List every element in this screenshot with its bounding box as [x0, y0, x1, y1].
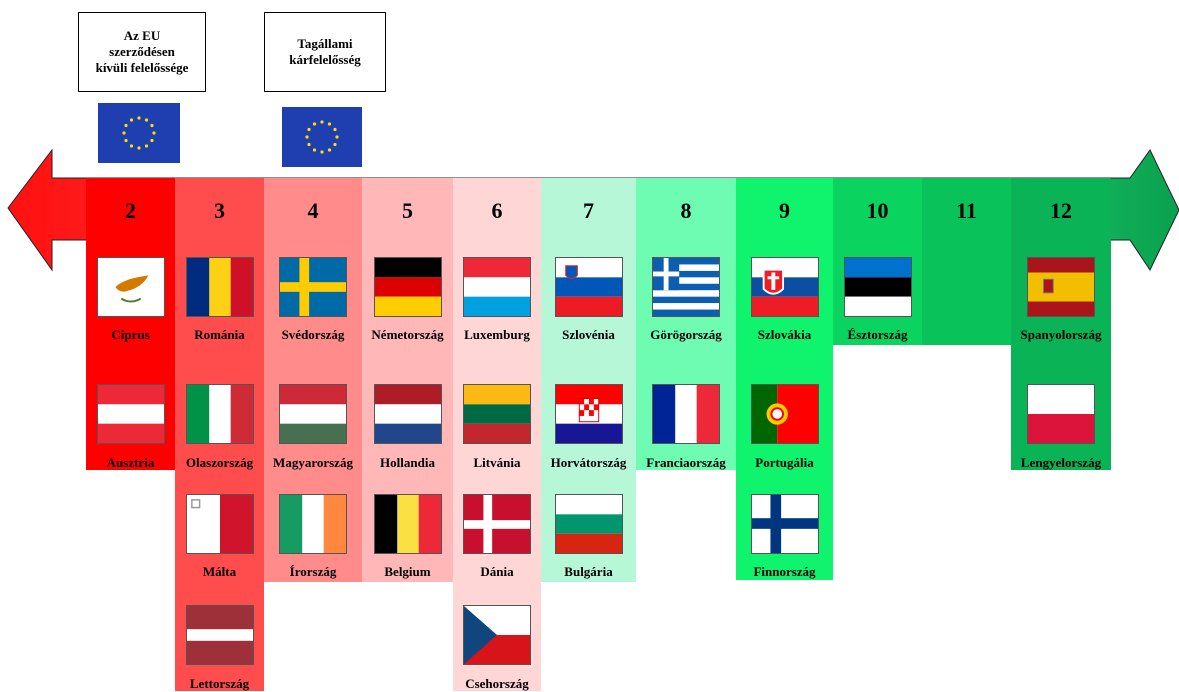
slovenia-flag-icon	[554, 257, 623, 317]
score-label-7: 7	[583, 198, 594, 223]
country-label: Horvátország	[550, 455, 627, 470]
ireland-flag-icon	[279, 494, 347, 554]
malta-flag-icon	[185, 494, 254, 554]
cyprus-flag-icon	[96, 257, 165, 317]
sweden-flag-icon	[279, 257, 347, 317]
slovakia-flag-icon	[750, 257, 819, 317]
country-label: Litvánia	[473, 455, 521, 470]
belgium-flag-icon	[373, 494, 442, 554]
legend-eu-noncontractual-liability: Az EU szerződésen kívüli felelőssége	[78, 12, 206, 92]
bulgaria-flag-icon	[554, 494, 623, 554]
country-label: Franciaország	[646, 455, 726, 470]
country-label: Észtország	[847, 327, 908, 342]
country-label: Hollandia	[380, 455, 435, 470]
czechia-flag-icon	[463, 605, 531, 665]
country-label: Írország	[289, 564, 337, 579]
luxembourg-flag-icon	[463, 257, 531, 317]
country-label: Dánia	[480, 564, 514, 579]
legend-member-state-liability: Tagállami kárfelelősség	[264, 12, 386, 92]
country-label: Szlovénia	[562, 327, 615, 342]
croatia-flag-icon	[554, 384, 623, 444]
country-label: Belgium	[384, 564, 431, 579]
italy-flag-icon	[185, 384, 254, 444]
score-label-3: 3	[214, 198, 225, 223]
finland-flag-icon	[750, 494, 819, 554]
country-label: Finnország	[753, 564, 816, 579]
country-label: Portugália	[755, 455, 814, 470]
country-label: Románia	[194, 327, 245, 342]
score-label-2: 2	[125, 198, 136, 223]
estonia-flag-icon	[843, 257, 912, 317]
country-label: Ausztria	[106, 455, 155, 470]
romania-flag-icon	[185, 257, 254, 317]
country-label: Szlovákia	[757, 327, 812, 342]
latvia-flag-icon	[185, 605, 254, 665]
country-label: Olaszország	[185, 455, 254, 470]
country-label: Ciprus	[111, 327, 150, 342]
country-label: Görögország	[650, 327, 722, 342]
country-label: Svédország	[281, 327, 345, 342]
spain-flag-icon	[1027, 257, 1095, 317]
score-label-6: 6	[491, 198, 503, 223]
poland-flag-icon	[1027, 384, 1095, 444]
country-label: Bulgária	[564, 564, 613, 579]
country-label: Lettország	[189, 676, 250, 691]
country-label: Spanyolország	[1020, 327, 1102, 342]
country-label: Magyarország	[273, 455, 353, 470]
country-label: Luxemburg	[464, 327, 530, 342]
france-flag-icon	[652, 384, 720, 444]
score-column-11	[922, 178, 1011, 345]
score-label-12: 12	[1050, 198, 1072, 223]
score-label-5: 5	[402, 198, 413, 223]
eu-flag-icon	[282, 107, 362, 167]
country-label: Németország	[371, 327, 444, 342]
score-label-9: 9	[779, 198, 790, 223]
austria-flag-icon	[96, 384, 165, 444]
germany-flag-icon	[373, 257, 442, 317]
country-label: Csehország	[465, 676, 529, 691]
country-label: Málta	[202, 564, 237, 579]
score-label-4: 4	[307, 198, 319, 223]
hungary-flag-icon	[279, 384, 347, 444]
netherlands-flag-icon	[373, 384, 442, 444]
eu-flag-icon	[98, 103, 180, 163]
country-label: Lengyelország	[1020, 455, 1102, 470]
score-label-10: 10	[866, 198, 889, 223]
denmark-flag-icon	[463, 494, 531, 554]
lithuania-flag-icon	[463, 384, 531, 444]
portugal-flag-icon	[750, 384, 819, 444]
greece-flag-icon	[652, 257, 720, 317]
score-label-8: 8	[680, 198, 692, 223]
score-label-11: 11	[956, 198, 977, 223]
